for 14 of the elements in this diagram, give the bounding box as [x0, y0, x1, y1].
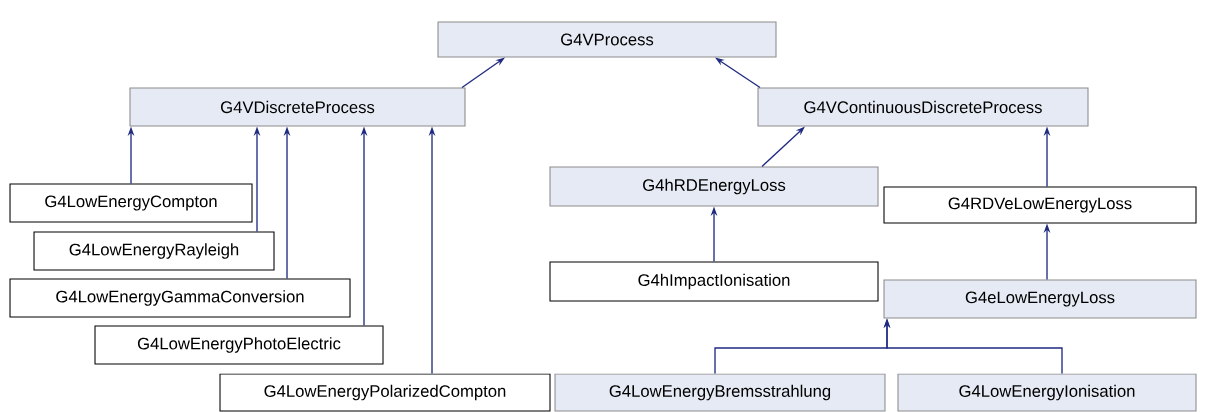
class-box: G4LowEnergyBremsstrahlung	[554, 373, 886, 412]
class-box: G4LowEnergyCompton	[9, 183, 253, 223]
class-box: G4VProcess	[437, 21, 777, 58]
class-box: G4VDiscreteProcess	[129, 87, 466, 127]
class-box: G4LowEnergyRayleigh	[33, 231, 275, 271]
class-box: G4LowEnergyIonisation	[897, 373, 1197, 412]
class-box: G4hImpactIonisation	[549, 261, 879, 302]
class-box: G4LowEnergyPhotoElectric	[94, 325, 384, 365]
class-box: G4RDVeLowEnergyLoss	[883, 186, 1197, 224]
class-box: G4LowEnergyGammaConversion	[9, 278, 351, 318]
class-box: G4eLowEnergyLoss	[883, 279, 1197, 319]
class-box: G4hRDEnergyLoss	[549, 166, 879, 207]
class-box: G4LowEnergyPolarizedCompton	[219, 373, 551, 412]
class-box: G4VContinuousDiscreteProcess	[757, 87, 1089, 127]
